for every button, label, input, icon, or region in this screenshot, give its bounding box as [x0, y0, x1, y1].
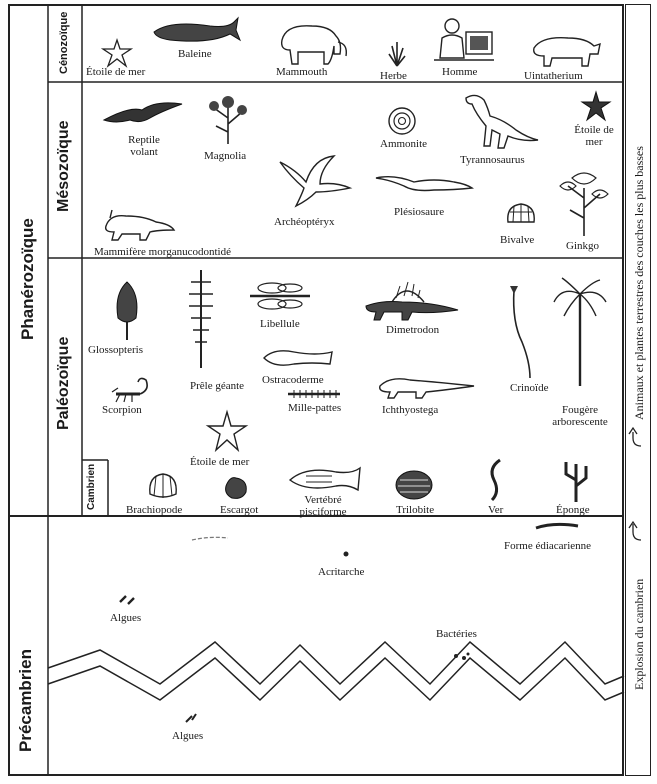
ostracoderm-icon	[260, 346, 336, 370]
whale-icon	[150, 16, 242, 48]
label-bacteria: Bactéries	[436, 628, 477, 640]
starfish-icon	[580, 90, 612, 122]
fish-vertebrate-icon	[286, 464, 362, 494]
label-glossopteris: Glossopteris	[88, 344, 143, 356]
label-fish-vertebrate: Vertébré pisciforme	[294, 494, 352, 518]
era-label-paleozoic: Paléozoïque	[55, 337, 73, 430]
label-algae-upper: Algues	[110, 612, 141, 624]
label-millipede: Mille-pattes	[288, 402, 341, 414]
bivalve-icon	[504, 200, 538, 230]
zigzag-line-lower	[48, 658, 624, 700]
label-worm: Ver	[488, 504, 503, 516]
tyrannosaurus-icon	[460, 90, 540, 150]
label-starfish-paleozoic: Étoile de mer	[190, 456, 249, 468]
archaeopteryx-icon	[276, 152, 352, 208]
label-scorpion: Scorpion	[102, 404, 142, 416]
label-plesiosaur: Plésiosaure	[394, 206, 444, 218]
label-snail: Escargot	[220, 504, 258, 516]
scorpion-icon	[110, 374, 152, 404]
ichthyostega-icon	[376, 372, 478, 400]
label-sponge: Éponge	[556, 504, 590, 516]
ammonite-icon	[386, 106, 418, 136]
horsetail-icon	[186, 268, 216, 368]
magnolia-icon	[206, 94, 250, 144]
human-icon	[432, 14, 496, 66]
zigzag-line-upper	[48, 642, 624, 684]
label-starfish-cenozoic: Étoile de mer	[86, 66, 145, 78]
label-brachiopod: Brachiopode	[126, 504, 182, 516]
label-mammal: Mammifère morganucodontidé	[94, 246, 231, 258]
side-note-cambrian-explosion: Explosion du cambrien	[632, 579, 647, 690]
eon-label-precambrian: Précambrien	[16, 649, 36, 752]
tree-fern-icon	[552, 276, 608, 386]
grass-icon	[388, 40, 406, 66]
glossopteris-icon	[112, 278, 142, 340]
label-uintatherium: Uintatherium	[524, 70, 583, 82]
label-acritarch: Acritarche	[318, 566, 364, 578]
label-bivalve: Bivalve	[500, 234, 534, 246]
crinoid-icon	[508, 282, 538, 378]
label-archaeopteryx: Archéoptéryx	[274, 216, 334, 228]
label-dimetrodon: Dimetrodon	[386, 324, 439, 336]
eon-label-phanerozoic: Phanérozoïque	[18, 218, 38, 340]
label-tyrannosaurus: Tyrannosaurus	[460, 154, 525, 166]
brachiopod-icon	[146, 470, 180, 502]
label-horsetail: Prêle géante	[190, 380, 244, 392]
dragonfly-icon	[246, 280, 314, 314]
bacteria-icon	[452, 650, 472, 662]
acritarch-icon	[342, 550, 350, 558]
sponge-icon	[560, 458, 592, 502]
label-magnolia: Magnolia	[204, 150, 246, 162]
label-pterosaur: Reptile volant	[114, 134, 174, 158]
starfish-icon	[206, 410, 248, 452]
label-ginkgo: Ginkgo	[566, 240, 599, 252]
dimetrodon-icon	[362, 280, 462, 324]
mammal-icon	[100, 208, 176, 242]
plesiosaur-icon	[374, 172, 474, 196]
era-label-cambrian: Cambrien	[86, 464, 97, 510]
era-label-mesozoic: Mésozoïque	[55, 120, 73, 212]
algae-icon	[116, 592, 138, 606]
trilobite-icon	[394, 468, 434, 502]
label-crinoid: Crinoïde	[510, 382, 549, 394]
pterosaur-icon	[100, 96, 184, 130]
label-starfish-mesozoic: Étoile de mer	[570, 124, 618, 148]
label-whale: Baleine	[178, 48, 212, 60]
worm-icon	[484, 458, 508, 502]
label-tree-fern: Fougère arborescente	[548, 404, 612, 428]
ginkgo-icon	[558, 168, 610, 236]
label-grass: Herbe	[380, 70, 407, 82]
starfish-icon	[100, 38, 134, 68]
uintatherium-icon	[528, 32, 604, 68]
ediacaran-trace-icon	[190, 534, 230, 544]
label-trilobite: Trilobite	[396, 504, 434, 516]
label-mammoth: Mammouth	[276, 66, 327, 78]
ediacaran-form-icon	[534, 522, 580, 532]
snail-icon	[222, 474, 250, 502]
label-dragonfly: Libellule	[260, 318, 300, 330]
side-note-land-life: Animaux et plantes terrestres des couche…	[632, 146, 647, 420]
label-human: Homme	[442, 66, 477, 78]
label-ammonite: Ammonite	[380, 138, 427, 150]
era-label-cenozoic: Cénozoïque	[58, 12, 70, 74]
mammoth-icon	[272, 20, 354, 66]
label-ichthyostega: Ichthyostega	[382, 404, 438, 416]
millipede-icon	[286, 388, 342, 400]
label-ostracoderm: Ostracoderme	[262, 374, 324, 386]
label-ediacaran-form: Forme édiacarienne	[504, 540, 591, 552]
algae-icon	[184, 712, 198, 724]
label-algae-lower: Algues	[172, 730, 203, 742]
